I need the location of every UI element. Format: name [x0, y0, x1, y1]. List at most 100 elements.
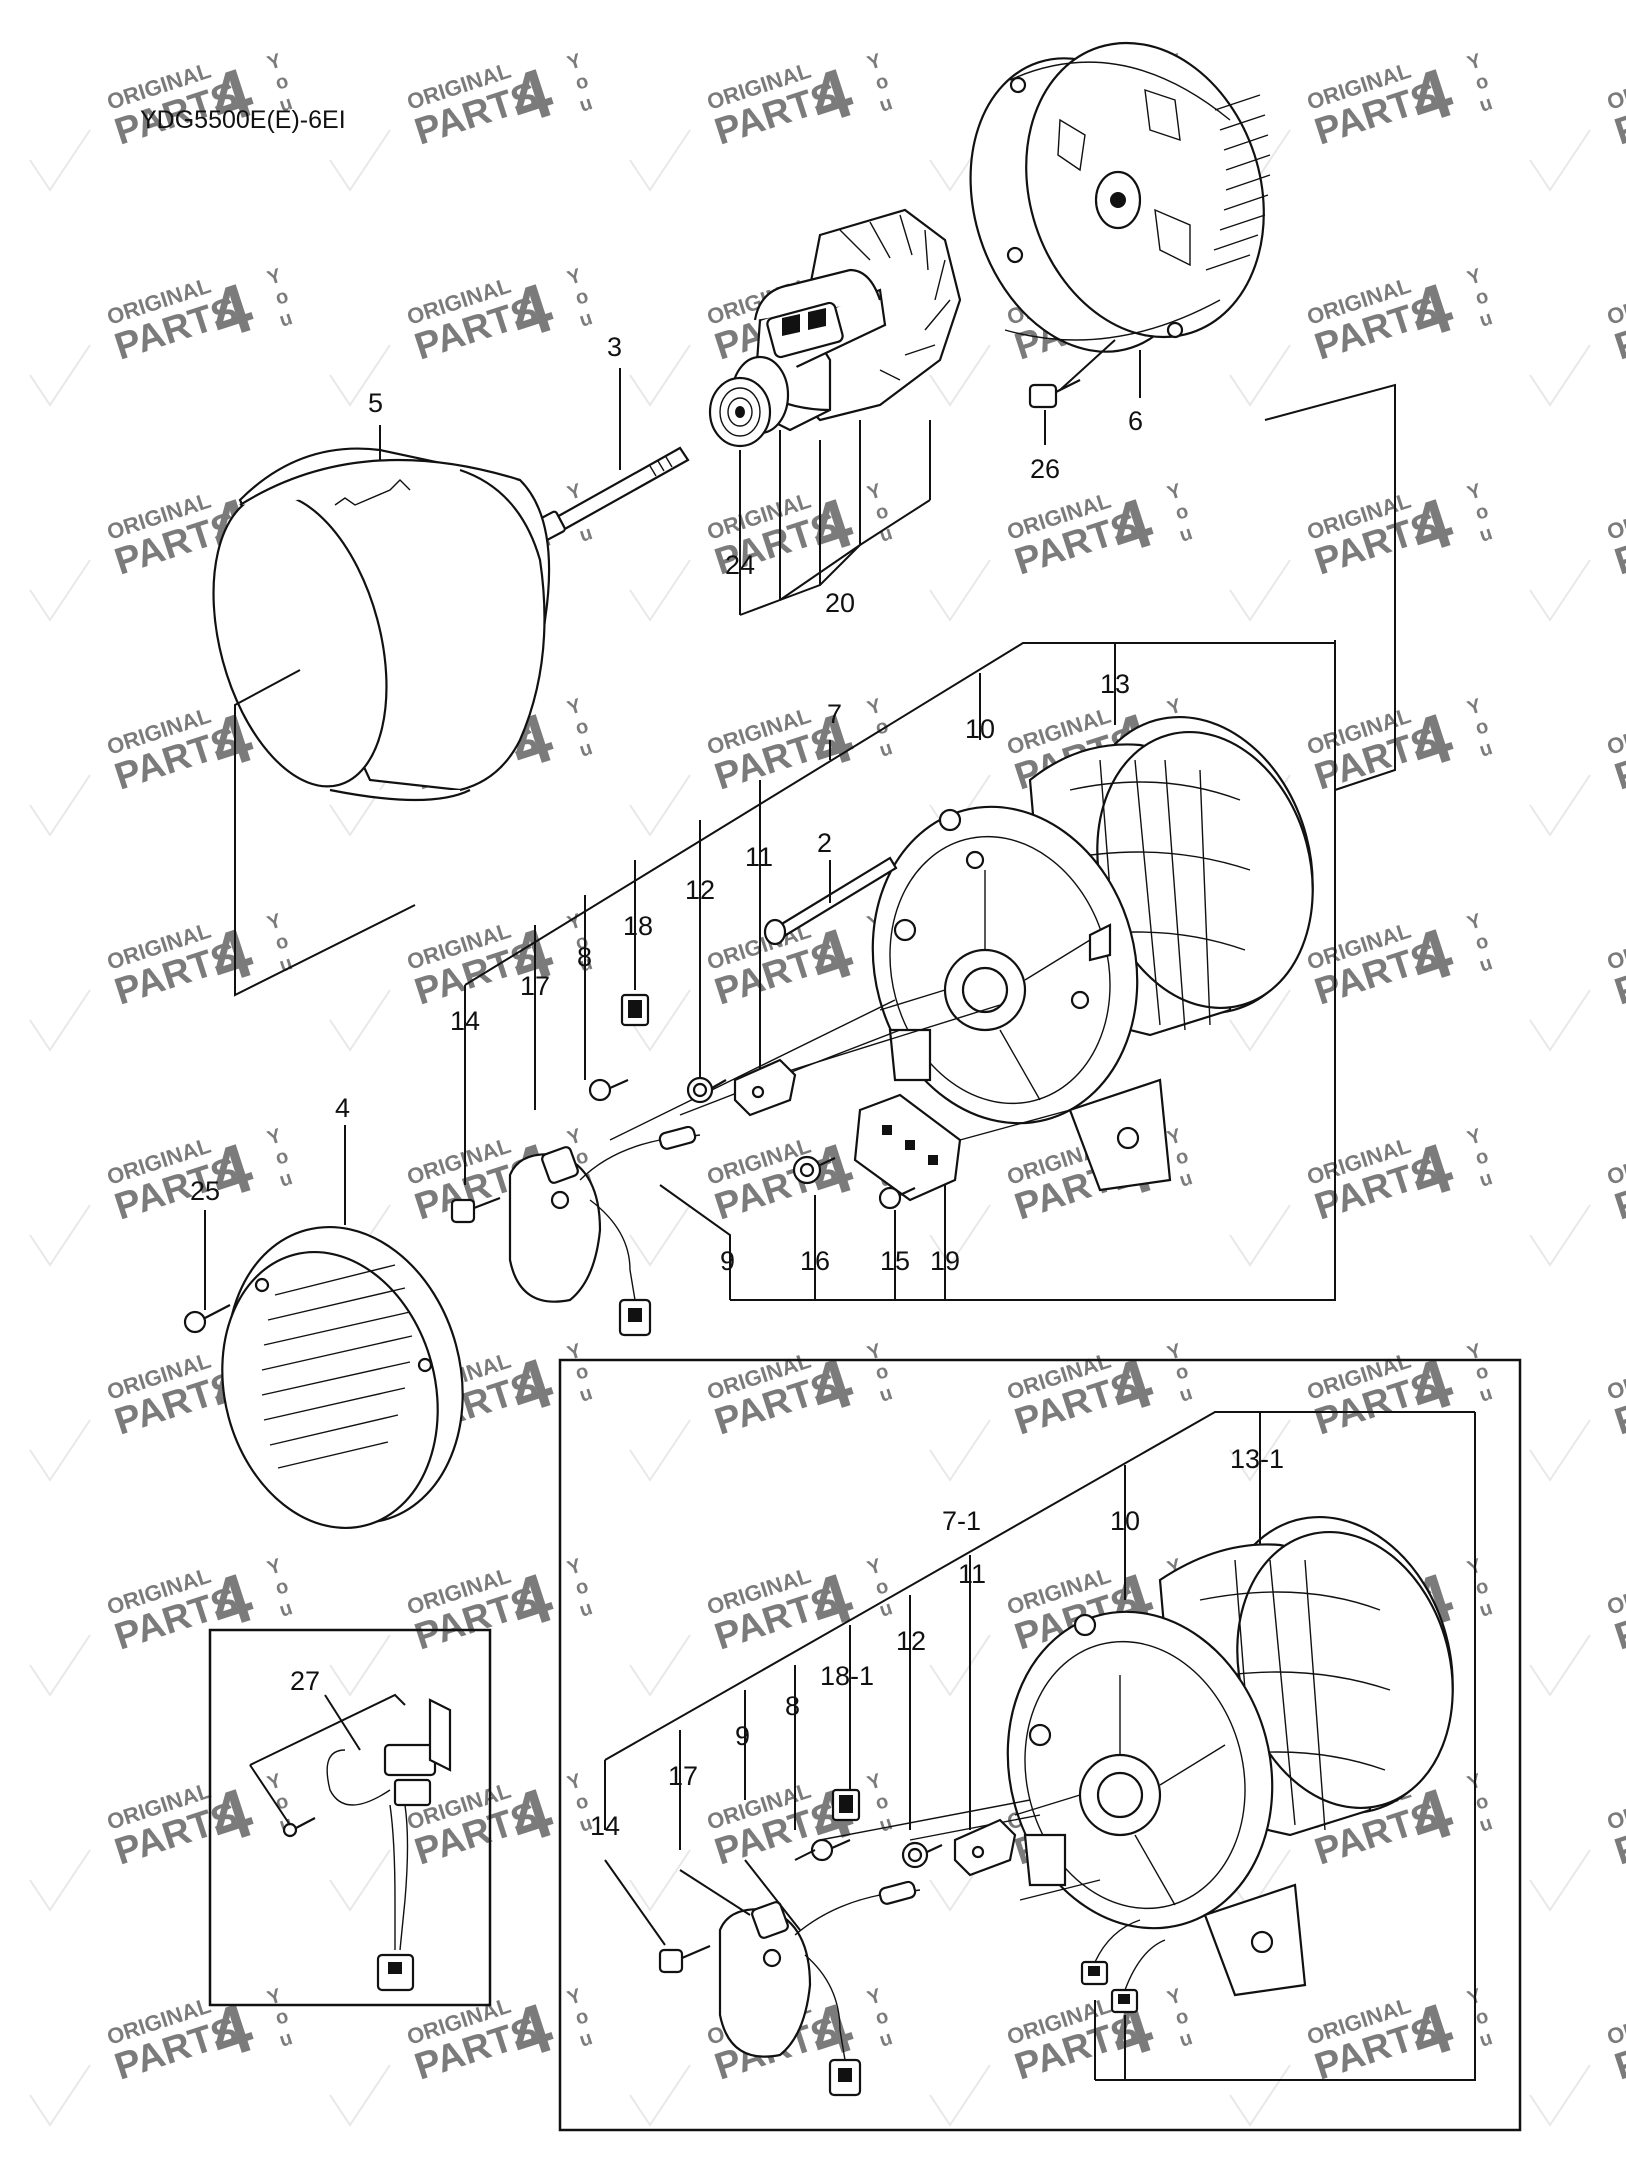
watermark-sup2: o	[1473, 715, 1491, 740]
generator-frame-part-10-variant	[1006, 1610, 1307, 1997]
watermark-digit: 4	[501, 1558, 562, 1644]
watermark-digit: 4	[1101, 483, 1162, 569]
watermark-sup2: o	[573, 2005, 591, 2030]
callout-10-inset: 10	[1110, 1506, 1140, 1536]
watermark-digit: 4	[1401, 483, 1462, 569]
watermark-sup2: o	[573, 715, 591, 740]
callout-26: 26	[1030, 454, 1060, 484]
harness-part-27	[282, 1698, 452, 1992]
callout-11: 11	[745, 842, 773, 872]
watermark-digit: 4	[801, 1343, 862, 1429]
capacitor-part-18	[620, 993, 650, 1027]
callout-8-inset: 8	[785, 1691, 800, 1721]
watermark-sup3: u	[577, 307, 595, 332]
watermark-sup3: u	[577, 737, 595, 762]
watermark-sup3: u	[277, 1167, 295, 1192]
watermark-sup3: u	[1477, 92, 1495, 117]
callout-25: 25	[190, 1176, 220, 1206]
bolt-part-2	[763, 856, 898, 946]
regulator-part-17-inset	[718, 1880, 921, 2097]
watermark-sup2: o	[873, 70, 891, 95]
watermark-digit: 4	[1401, 1988, 1462, 2074]
watermark-check-icon	[29, 1204, 91, 1267]
watermark-sup2: o	[1473, 930, 1491, 955]
watermark-sup3: u	[577, 92, 595, 117]
bolt-part-26	[1028, 339, 1116, 409]
screw-part-8	[588, 1078, 629, 1102]
watermark-sup2: o	[873, 1360, 891, 1385]
watermark-sup3: u	[577, 1382, 595, 1407]
callout-9: 9	[720, 1246, 735, 1276]
callout-18: 18	[623, 911, 653, 941]
watermark-digit: 4	[201, 268, 262, 354]
watermark-check-icon	[629, 1204, 691, 1267]
watermark-check-icon	[1529, 129, 1591, 192]
watermark-check-icon	[29, 1634, 91, 1697]
watermark-check-icon	[629, 559, 691, 622]
watermark-sup3: u	[877, 1812, 895, 1837]
watermark-sup3: u	[277, 2027, 295, 2052]
watermark-line1: ORIGINAL	[1604, 1563, 1626, 1620]
watermark-sup3: u	[1477, 2027, 1495, 2052]
callout-2: 2	[817, 828, 832, 858]
watermark-check-icon	[329, 1634, 391, 1697]
brush-holder-part-11-inset	[953, 1818, 1017, 1877]
watermark-check-icon	[629, 989, 691, 1052]
rotor-assembly-part-20	[708, 208, 962, 448]
watermark-digit: 4	[1401, 268, 1462, 354]
watermark-check-icon	[29, 344, 91, 407]
screw-part-16	[792, 1155, 836, 1185]
watermark-sup3: u	[277, 307, 295, 332]
callout-27: 27	[290, 1666, 320, 1696]
watermark-sup3: u	[877, 737, 895, 762]
watermark-sup2: o	[873, 715, 891, 740]
bolt-part-14	[450, 1196, 501, 1224]
watermark-digit: 4	[801, 53, 862, 139]
watermark-check-icon	[929, 2064, 991, 2127]
connector-pair	[1080, 1919, 1166, 2014]
rear-cover-part-6	[969, 41, 1271, 353]
watermark-check-icon	[29, 989, 91, 1052]
screw-part-15	[878, 1186, 916, 1210]
watermark-sup3: u	[1177, 1382, 1195, 1407]
band-part-5	[212, 447, 551, 802]
watermark-sup3: u	[877, 522, 895, 547]
watermark-digit: 4	[1401, 1343, 1462, 1429]
watermark-line1: ORIGINAL	[1604, 1993, 1626, 2050]
callout-9-inset: 9	[735, 1721, 750, 1751]
watermark-digit: 4	[501, 1773, 562, 1859]
watermark-line1: ORIGINAL	[1604, 918, 1626, 975]
callout-7-1: 7-1	[942, 1506, 981, 1536]
watermark-sup3: u	[1477, 1382, 1495, 1407]
watermark-digit: 4	[501, 268, 562, 354]
callout-14-inset: 14	[590, 1811, 620, 1841]
watermark-check-icon	[1529, 774, 1591, 837]
watermark-sup2: o	[873, 2005, 891, 2030]
callout-4: 4	[335, 1093, 350, 1123]
watermark-check-icon	[329, 344, 391, 407]
watermark-sup2: o	[873, 500, 891, 525]
watermark-check-icon	[1529, 989, 1591, 1052]
watermark-sup3: u	[277, 1597, 295, 1622]
watermark-check-icon	[1529, 344, 1591, 407]
callout-24: 24	[725, 550, 755, 580]
watermark-digit: 4	[1401, 1128, 1462, 1214]
watermark-sup3: u	[877, 2027, 895, 2052]
cover-vent-slots	[1205, 94, 1271, 271]
watermark-line1: ORIGINAL	[1604, 488, 1626, 545]
callout-7: 7	[827, 699, 842, 729]
